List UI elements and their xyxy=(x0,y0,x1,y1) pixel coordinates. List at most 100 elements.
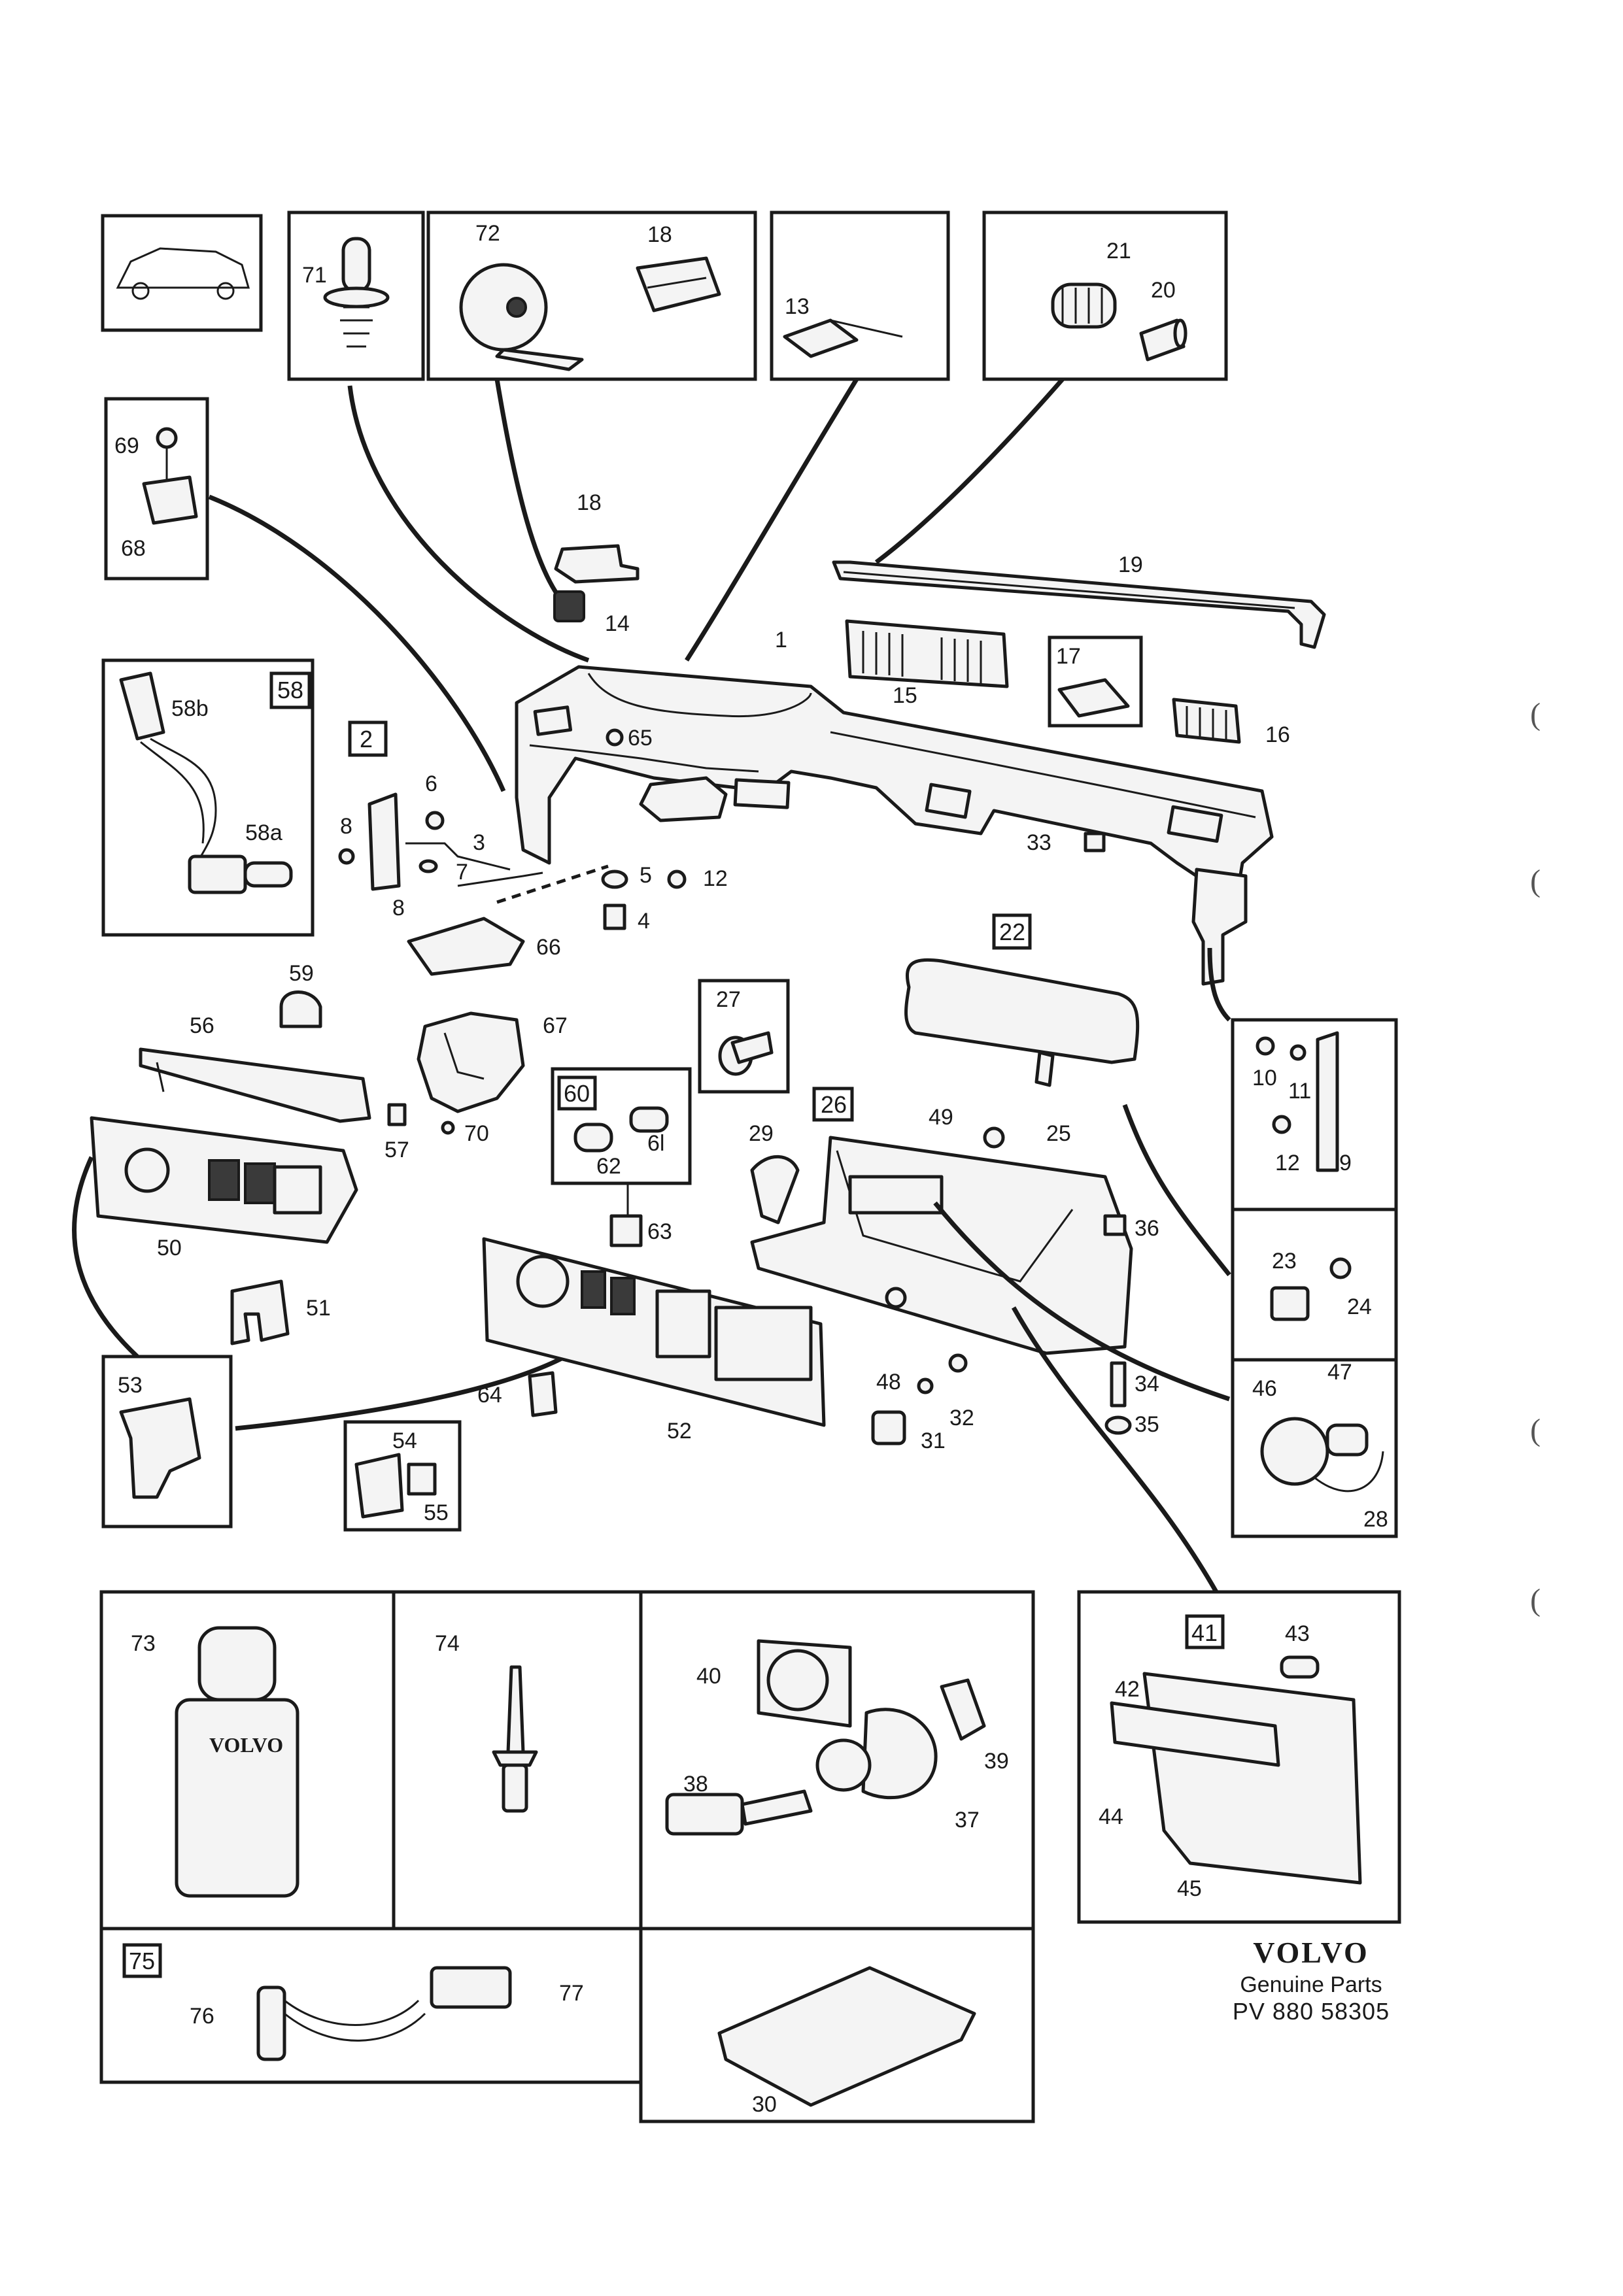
bracket-53-icon xyxy=(119,1397,201,1499)
callout-33: 33 xyxy=(1027,830,1051,855)
box-41-label xyxy=(1185,1614,1225,1649)
callout-48: 48 xyxy=(876,1370,901,1394)
callout-18: 18 xyxy=(577,490,602,515)
callout-5: 5 xyxy=(640,863,652,888)
rivet-74 xyxy=(492,1665,538,1813)
box-23-24 xyxy=(1231,1207,1398,1362)
callout-36: 36 xyxy=(1135,1216,1159,1241)
callout-56: 56 xyxy=(190,1013,214,1038)
clip-33-icon xyxy=(1084,832,1106,853)
callout-39: 39 xyxy=(984,1749,1009,1774)
box-60-label xyxy=(557,1075,597,1111)
callout-35: 35 xyxy=(1135,1412,1159,1437)
catalog-footer: VOLVO Genuine Parts PV 880 58305 xyxy=(1193,1935,1429,2025)
bracket-2 xyxy=(338,792,543,891)
callout-47: 47 xyxy=(1327,1360,1352,1385)
callout-1: 1 xyxy=(775,628,787,652)
callout-31: 31 xyxy=(921,1428,946,1453)
callout-63: 63 xyxy=(647,1219,672,1244)
callout-11: 11 xyxy=(1288,1079,1311,1104)
box-22-label xyxy=(992,913,1032,950)
lower-panel-52 xyxy=(482,1237,826,1427)
callout-74: 74 xyxy=(435,1631,460,1656)
callout-34: 34 xyxy=(1135,1372,1159,1396)
margin-mark: ( xyxy=(1530,1583,1541,1617)
vent-16 xyxy=(1172,698,1241,744)
callout-25: 25 xyxy=(1046,1121,1071,1146)
callout-52: 52 xyxy=(667,1419,692,1443)
leader-50 xyxy=(72,1156,139,1359)
tape-roll-72-icon xyxy=(459,263,584,371)
lock-46-icon xyxy=(1260,1417,1384,1493)
callout-76: 76 xyxy=(190,2004,214,2029)
bolt-4-icon xyxy=(603,903,626,930)
bracket-54-icon xyxy=(354,1453,404,1519)
sleeve-20-icon xyxy=(1139,318,1187,362)
cover-64-icon xyxy=(528,1371,558,1417)
callout-77: 77 xyxy=(559,1981,584,2006)
callout-19: 19 xyxy=(1118,552,1143,577)
catalog-code: PV 880 58305 xyxy=(1232,1998,1390,2025)
callout-50: 50 xyxy=(157,1236,182,1260)
leader-41 xyxy=(1011,1306,1219,1593)
box-17 xyxy=(1048,635,1143,728)
bumper-48-icon xyxy=(871,1410,906,1445)
bumper-27-icon xyxy=(718,1031,774,1076)
callout-72: 72 xyxy=(475,221,500,246)
vent-15 xyxy=(845,619,1009,688)
callout-49: 49 xyxy=(929,1105,953,1130)
lock-cylinder-37-40 xyxy=(757,1639,986,1800)
glovebox-lid-22 xyxy=(904,958,1140,1087)
socket-63-icon xyxy=(609,1214,643,1247)
callout-64: 64 xyxy=(477,1383,502,1408)
spring-21-icon xyxy=(1051,282,1117,329)
car-thumbnail-icon xyxy=(116,247,250,300)
box-46-28 xyxy=(1231,1358,1398,1538)
rod-dashed xyxy=(496,864,609,904)
pad-17-icon xyxy=(1057,678,1130,718)
callout-13: 13 xyxy=(785,294,810,319)
pad-18-icon xyxy=(636,256,721,312)
shroud-67 xyxy=(417,1011,525,1113)
callout-60: 60 xyxy=(564,1080,590,1107)
box-60 xyxy=(551,1067,692,1185)
leader-46 xyxy=(933,1201,1231,1402)
callout-9: 9 xyxy=(1339,1151,1352,1175)
clip-57-icon xyxy=(387,1103,407,1126)
callout-59: 59 xyxy=(289,961,314,986)
callout-55: 55 xyxy=(424,1500,449,1525)
callout-32: 32 xyxy=(949,1406,974,1430)
callout-38: 38 xyxy=(683,1772,708,1797)
cover-51-icon xyxy=(230,1279,290,1345)
cover-66 xyxy=(407,917,525,976)
brand-subtitle: Genuine Parts xyxy=(1240,1972,1382,1997)
box-13 xyxy=(770,211,950,381)
callout-37: 37 xyxy=(955,1808,980,1832)
callout-4: 4 xyxy=(638,909,650,934)
screw-49-icon xyxy=(983,1126,1005,1149)
dashboard-panel-1 xyxy=(515,665,1274,986)
callout-29: 29 xyxy=(749,1121,774,1146)
callout-15: 15 xyxy=(893,683,917,708)
leader-9 xyxy=(1207,947,1231,1022)
box-54-55 xyxy=(343,1420,462,1532)
brand-logo: VOLVO xyxy=(1253,1936,1369,1969)
callout-58: 58 xyxy=(277,677,303,703)
screw-12-icon xyxy=(667,869,687,889)
callout-40: 40 xyxy=(696,1664,721,1689)
washer-5-icon xyxy=(601,869,628,889)
leader-13 xyxy=(685,378,859,662)
nut-35-icon xyxy=(1104,1415,1132,1435)
callout-65: 65 xyxy=(628,726,653,751)
callout-67: 67 xyxy=(543,1013,568,1038)
box-30 xyxy=(639,1927,1035,2123)
hinge-9-icon xyxy=(1256,1031,1339,1172)
callout-3: 3 xyxy=(473,830,485,855)
screw-31-icon xyxy=(917,1377,934,1394)
callout-17: 17 xyxy=(1056,644,1081,669)
clip-55-icon xyxy=(407,1462,437,1496)
callout-53: 53 xyxy=(118,1373,143,1398)
callout-57: 57 xyxy=(384,1138,409,1162)
spring-34-icon xyxy=(1110,1361,1127,1408)
vent-14-icon xyxy=(553,590,585,622)
